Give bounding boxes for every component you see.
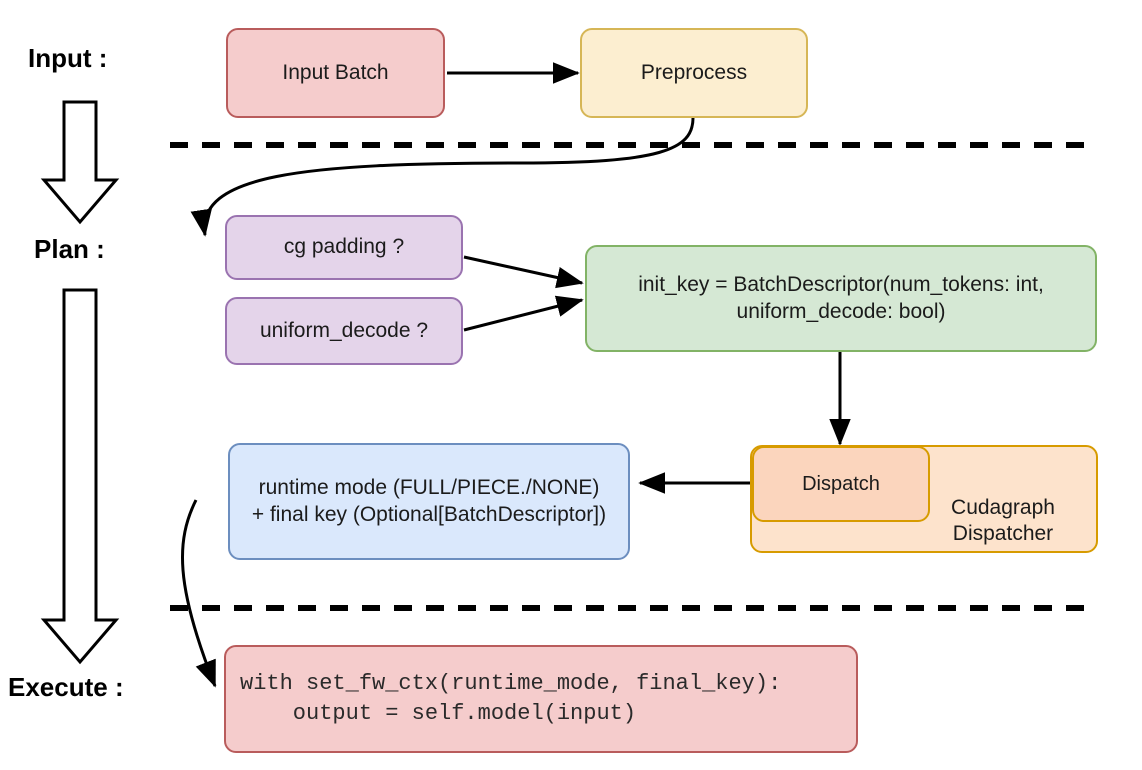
arrow-runtime-mode-to-execute-code: [181, 499, 217, 688]
node-execute-code-line1: with set_fw_ctx(runtime_mode, final_key)…: [240, 671, 782, 697]
input-to-plan-block-arrow: [40, 100, 120, 225]
node-uniform-decode[interactable]: uniform_decode ?: [225, 297, 463, 365]
node-init-key-line1: init_key = BatchDescriptor(num_tokens: i…: [638, 273, 1044, 297]
node-init-key[interactable]: init_key = BatchDescriptor(num_tokens: i…: [585, 245, 1097, 352]
node-init-key-line2: uniform_decode: bool): [736, 299, 946, 323]
node-dispatch-label: Dispatch: [802, 472, 880, 495]
node-preprocess-label: Preprocess: [640, 60, 748, 84]
node-runtime-mode-line2: + final key (Optional[BatchDescriptor]): [251, 502, 607, 526]
node-dispatch[interactable]: Dispatch: [752, 446, 930, 522]
node-execute-code[interactable]: with set_fw_ctx(runtime_mode, final_key)…: [224, 645, 858, 753]
stage-label-plan: Plan :: [34, 234, 105, 264]
arrow-uniform-decode-to-init-key: [463, 295, 584, 332]
node-cg-padding-label: cg padding ?: [283, 235, 405, 259]
node-preprocess[interactable]: Preprocess: [580, 28, 808, 118]
plan-to-execute-block-arrow: [40, 288, 120, 665]
stage-label-input: Input :: [28, 43, 108, 73]
node-input-batch-label: Input Batch: [282, 60, 389, 84]
node-uniform-decode-label: uniform_decode ?: [259, 318, 429, 342]
node-input-batch[interactable]: Input Batch: [226, 28, 445, 118]
node-runtime-mode[interactable]: runtime mode (FULL/PIECE./NONE) + final …: [228, 443, 630, 560]
node-cudagraph-dispatcher-line1: Cudagraph: [951, 495, 1055, 519]
node-execute-code-line2: output = self.model(input): [240, 701, 637, 726]
node-runtime-mode-line1: runtime mode (FULL/PIECE./NONE): [258, 476, 600, 500]
stage-label-execute: Execute :: [8, 672, 124, 702]
node-cudagraph-dispatcher-line2: Dispatcher: [952, 521, 1054, 545]
node-cg-padding[interactable]: cg padding ?: [225, 215, 463, 280]
arrow-cg-padding-to-init-key: [463, 255, 584, 289]
